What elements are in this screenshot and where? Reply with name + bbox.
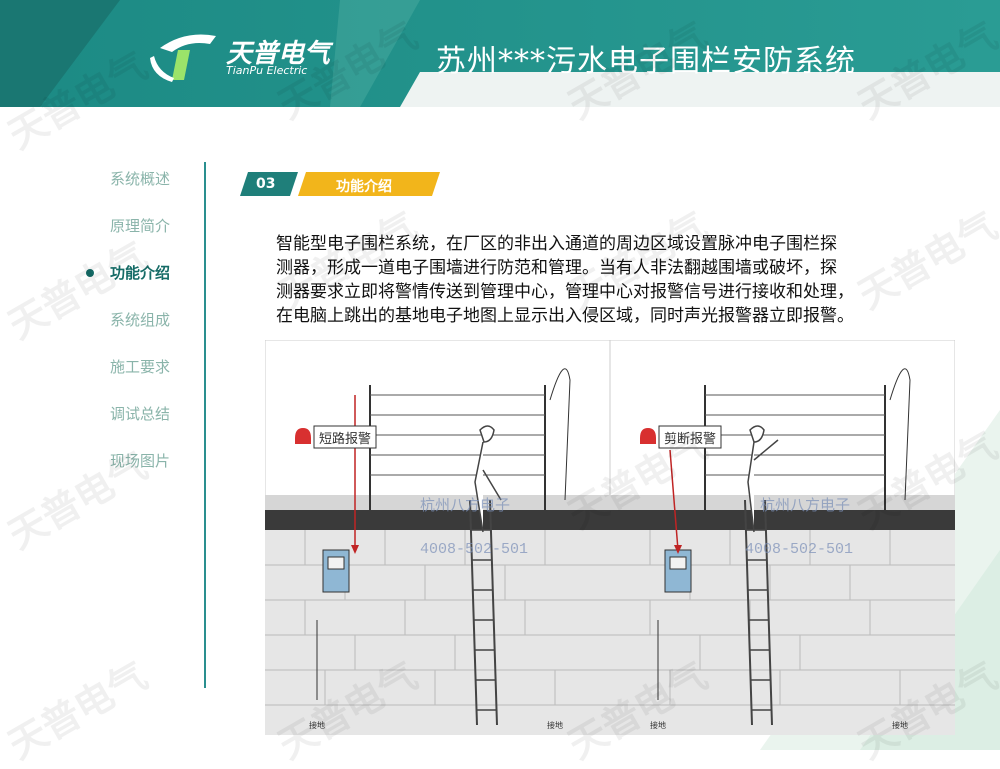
right-ground-label: 接地 <box>650 720 666 730</box>
paragraph-line: 测器要求立即将警情传送到管理中心，管理中心对报警信号进行接收和处理， <box>276 282 854 302</box>
paragraph-line: 在电脑上跳出的基地电子地图上显示出入侵区域，同时声光报警器立即报警。 <box>276 306 854 326</box>
left-ground-label-2: 接地 <box>547 720 563 730</box>
sidebar-item-label: 功能介绍 <box>109 264 170 282</box>
sidebar-item-label: 调试总结 <box>109 405 170 423</box>
right-phone-watermark: 4008-502-501 <box>745 541 853 558</box>
sidebar-item-debug-summary[interactable]: 调试总结 <box>60 400 200 447</box>
page-title: 苏州***污水电子围栏安防系统 <box>436 44 856 79</box>
sidebar-item-label: 现场图片 <box>109 452 170 470</box>
diagram-left-panel: 短路报警 杭州八方电子 4008-502-501 接地 接地 <box>265 368 610 735</box>
section-label: 功能介绍 <box>336 179 392 195</box>
right-ground-label-2: 接地 <box>892 720 908 730</box>
active-dot-icon <box>86 269 94 277</box>
diagram-right-panel: 剪断报警 杭州八方电子 4008-502-501 接地 接地 <box>610 368 955 735</box>
sidebar-item-features[interactable]: 功能介绍 <box>60 259 200 306</box>
logo-mark-icon <box>150 34 216 82</box>
sidebar-nav: 系统概述 原理简介 功能介绍 系统组成 施工要求 调试总结 现场图片 <box>60 165 200 494</box>
header-shapes <box>0 0 1000 107</box>
right-alarm-label: 剪断报警 <box>664 431 716 446</box>
sidebar-item-label: 系统组成 <box>109 311 170 329</box>
watermark-text: 天普电气 <box>0 653 155 768</box>
left-ground-label: 接地 <box>309 720 325 730</box>
sidebar-item-composition[interactable]: 系统组成 <box>60 306 200 353</box>
feature-description: 智能型电子围栏系统，在厂区的非出入通道的周边区域设置脉冲电子围栏探 测器，形成一… <box>276 232 946 328</box>
sidebar-item-overview[interactable]: 系统概述 <box>60 165 200 212</box>
alarm-light-icon-right <box>640 428 656 444</box>
sidebar-item-label: 施工要求 <box>109 358 170 376</box>
sidebar-item-principle[interactable]: 原理简介 <box>60 212 200 259</box>
section-number: 03 <box>256 176 276 192</box>
paragraph-line: 测器，形成一道电子围墙进行防范和管理。当有人非法翻越围墙或破坏，探 <box>276 258 837 278</box>
brand-name: 天普电气 <box>226 39 331 69</box>
left-company-watermark: 杭州八方电子 <box>420 497 510 514</box>
fence-diagram: 短路报警 杭州八方电子 4008-502-501 接地 接地 <box>265 340 955 735</box>
brand-english: TianPu Electric <box>226 64 308 77</box>
sidebar-item-site-photos[interactable]: 现场图片 <box>60 447 200 494</box>
sidebar-item-label: 原理简介 <box>109 217 170 235</box>
section-badge <box>240 172 440 196</box>
nav-divider <box>204 162 206 688</box>
paragraph-line: 智能型电子围栏系统，在厂区的非出入通道的周边区域设置脉冲电子围栏探 <box>276 234 837 254</box>
right-company-watermark: 杭州八方电子 <box>760 497 850 514</box>
logo <box>150 26 340 84</box>
left-alarm-label: 短路报警 <box>319 431 371 446</box>
header-banner: 天普电气 TianPu Electric 苏州***污水电子围栏安防系统 <box>0 0 1000 107</box>
alarm-light-icon <box>295 428 311 444</box>
sidebar-item-label: 系统概述 <box>109 170 170 188</box>
sidebar-item-construction[interactable]: 施工要求 <box>60 353 200 400</box>
left-phone-watermark: 4008-502-501 <box>420 541 528 558</box>
